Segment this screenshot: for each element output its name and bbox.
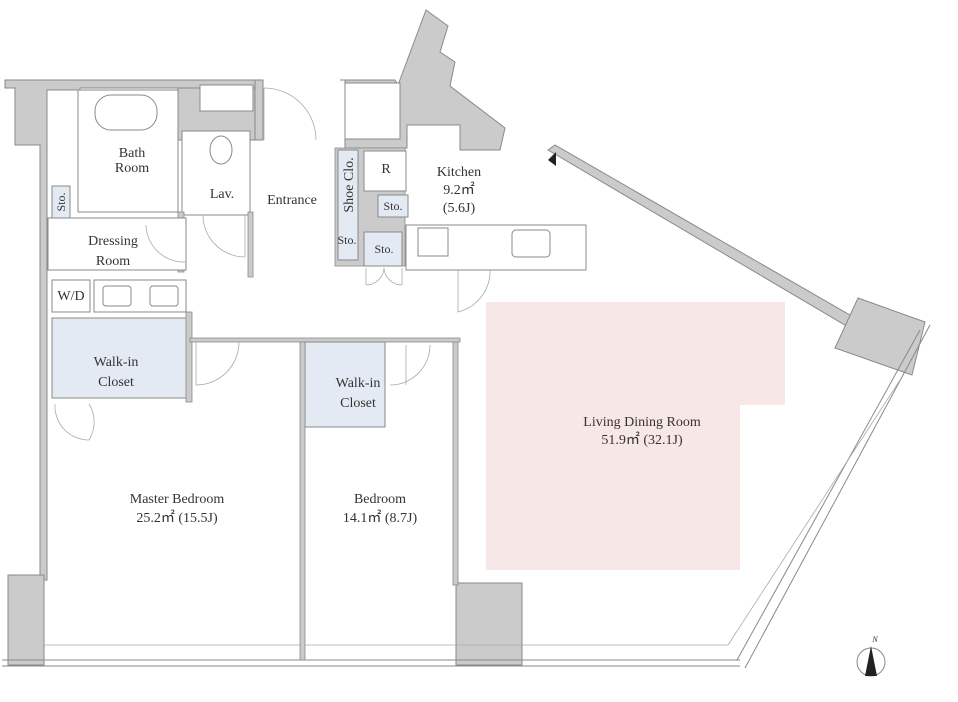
sink-icon xyxy=(149,285,179,307)
refrigerator-label: R xyxy=(381,162,391,177)
storage-kitchen-label: Sto. xyxy=(383,199,402,213)
dressing-label-2: Room xyxy=(96,254,130,269)
lavatory xyxy=(181,130,251,216)
washer-dryer xyxy=(51,279,91,313)
walk-in-closet-master xyxy=(51,317,189,399)
stove-icon xyxy=(417,227,449,257)
sink-icon xyxy=(102,285,132,307)
living-door xyxy=(457,269,491,313)
shaft-box xyxy=(344,82,401,140)
entrance-door xyxy=(263,87,317,141)
storage-doors xyxy=(365,267,403,286)
bedroom-partition-east xyxy=(452,341,459,586)
s-column xyxy=(455,582,523,666)
walk-in-bedroom-label-1: Walk-in xyxy=(336,376,381,391)
living-room-highlight xyxy=(486,302,785,570)
lav-label: Lav. xyxy=(210,187,234,202)
bath-label-2: Room xyxy=(115,161,149,176)
storage-dressing xyxy=(51,185,71,219)
east-window-outer xyxy=(744,324,931,669)
master-closet-door xyxy=(54,403,95,441)
storage-entrance-label: Sto. xyxy=(337,233,356,247)
kitchen-jo: (5.6J) xyxy=(443,201,476,216)
refrigerator-space xyxy=(363,150,407,192)
kitchen-label: Kitchen xyxy=(437,165,481,180)
storage-hall-label: Sto. xyxy=(374,242,393,256)
east-window xyxy=(736,329,921,661)
shoe-closet-label: Shoe Clo. xyxy=(342,157,357,212)
bedroom-area: 14.1㎡ (8.7J) xyxy=(343,510,418,526)
bedroom-door xyxy=(389,344,431,386)
compass-icon xyxy=(856,646,886,677)
shoe-closet xyxy=(337,149,359,261)
bath-label-1: Bath xyxy=(119,146,145,161)
living-label: Living Dining Room xyxy=(583,415,701,430)
storage-kitchen xyxy=(377,194,409,218)
walk-in-master-label-1: Walk-in xyxy=(94,355,139,370)
storage-hall xyxy=(363,231,403,267)
dressing-door xyxy=(145,224,187,263)
vanity xyxy=(93,279,187,313)
east-sill xyxy=(727,379,901,646)
compass-label: N xyxy=(871,635,878,644)
bathtub-icon xyxy=(94,94,158,131)
bedroom-partition xyxy=(299,341,306,661)
walk-in-closet-bedroom xyxy=(304,341,386,428)
bath-window-box xyxy=(199,84,254,112)
master-bedroom-label: Master Bedroom xyxy=(130,492,225,507)
walk-in-master-label-2: Closet xyxy=(98,375,134,390)
bedroom-label: Bedroom xyxy=(354,492,406,507)
walk-in-bedroom-label-2: Closet xyxy=(340,396,376,411)
master-bedroom-area: 25.2㎡ (15.5J) xyxy=(136,510,218,526)
partition xyxy=(185,311,193,403)
dressing-label-1: Dressing xyxy=(88,234,138,249)
entrance-label: Entrance xyxy=(267,193,317,208)
corner-column xyxy=(834,297,926,376)
dressing-room xyxy=(47,217,187,271)
master-door xyxy=(195,341,240,386)
entrance-wall xyxy=(254,79,264,141)
kitchen-area: 9.2㎡ xyxy=(443,182,475,198)
entry-arrow-icon xyxy=(548,152,556,166)
washer-dryer-label: W/D xyxy=(57,289,84,304)
storage-dressing-label: Sto. xyxy=(54,192,68,211)
kitchen-sink-icon xyxy=(511,229,551,258)
living-area: 51.9㎡ (32.1J) xyxy=(601,432,683,448)
lav-door xyxy=(202,214,246,258)
sw-column xyxy=(7,574,45,666)
partition xyxy=(247,211,254,278)
toilet-icon xyxy=(209,135,233,165)
kitchen-counter xyxy=(405,224,587,271)
